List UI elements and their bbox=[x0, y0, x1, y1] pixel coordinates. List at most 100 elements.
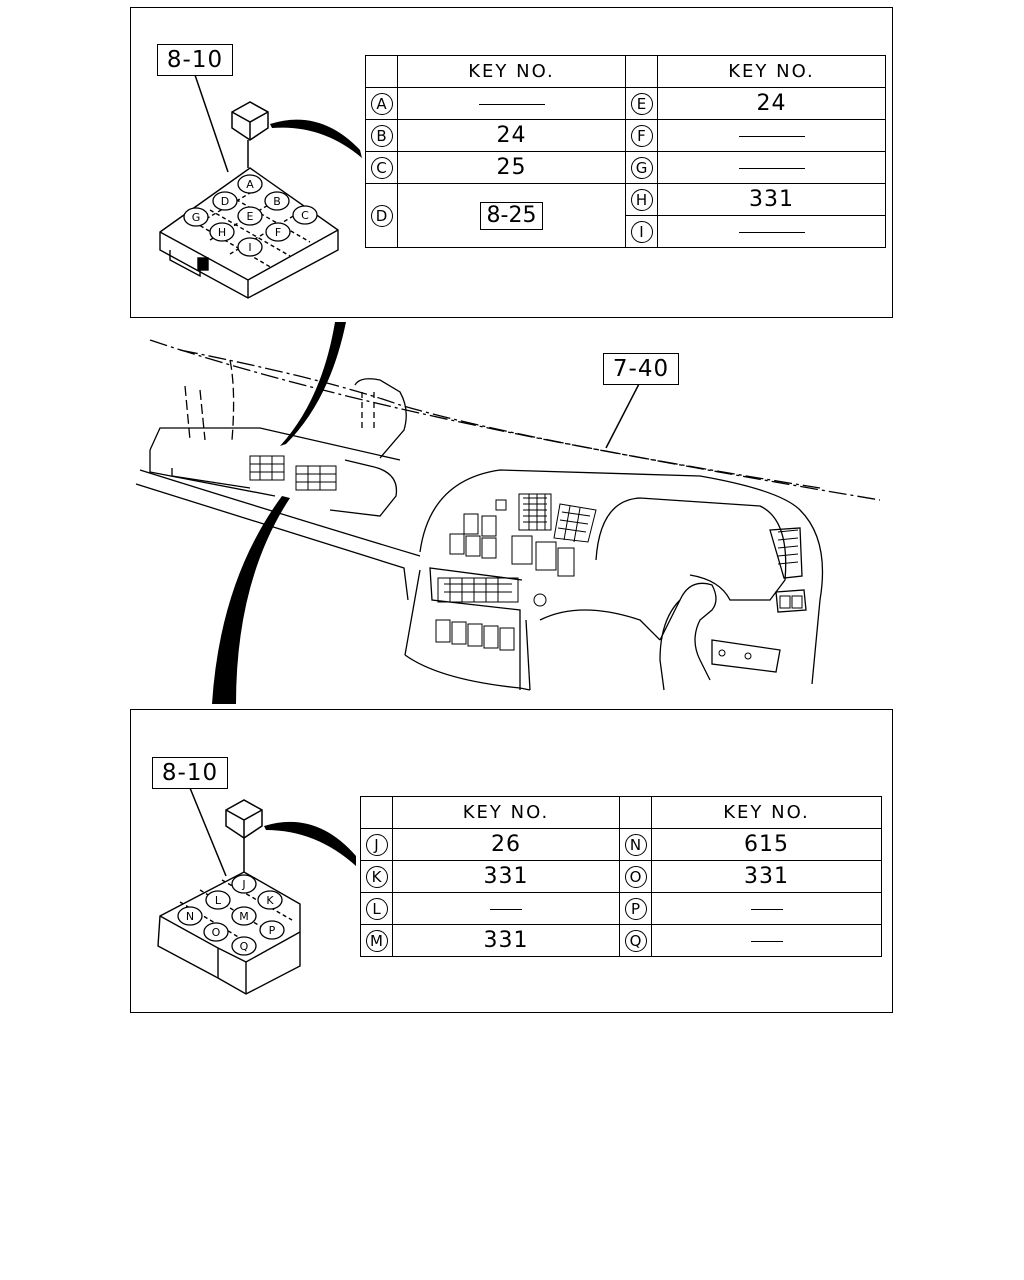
relay-label-d: D bbox=[221, 195, 229, 208]
row-id-o: O bbox=[619, 860, 652, 893]
row-id-n: N bbox=[619, 828, 652, 861]
circled-letter-icon: B bbox=[370, 124, 393, 147]
row-value-c: 25 bbox=[397, 151, 626, 184]
bottom-relay-circles bbox=[177, 874, 285, 956]
bottom-relay-panel bbox=[130, 709, 893, 1013]
empty-dash bbox=[490, 909, 522, 910]
key-number: 24 bbox=[496, 123, 527, 148]
circled-letter-icon: A bbox=[370, 92, 393, 115]
relay-label-h: H bbox=[218, 226, 226, 239]
relay-label-i: I bbox=[248, 241, 251, 254]
dashboard-drawing bbox=[135, 339, 881, 691]
row-id-g: G bbox=[625, 151, 658, 184]
circled-letter-icon: C bbox=[370, 156, 393, 179]
row-id-j: J bbox=[360, 828, 393, 861]
key-number: 331 bbox=[749, 187, 794, 212]
circled-letter-icon: E bbox=[630, 92, 653, 115]
relay-label-f: F bbox=[275, 226, 281, 239]
corner-cell bbox=[360, 796, 393, 829]
row-value-p bbox=[651, 892, 882, 925]
circled-letter-icon: H bbox=[630, 188, 653, 211]
row-value-l bbox=[392, 892, 620, 925]
row-id-p: P bbox=[619, 892, 652, 925]
key-number: 615 bbox=[744, 832, 789, 857]
row-id-q: Q bbox=[619, 924, 652, 957]
row-id-e: E bbox=[625, 87, 658, 120]
top-relay-circles bbox=[183, 174, 318, 257]
row-value-q bbox=[651, 924, 882, 957]
circled-letter-icon: I bbox=[630, 220, 653, 243]
relay-label-o: O bbox=[212, 926, 221, 939]
row-id-i: I bbox=[625, 215, 658, 248]
key-number: 26 bbox=[491, 832, 521, 857]
corner-cell bbox=[619, 796, 652, 829]
top-relay-cube-icon bbox=[231, 101, 269, 141]
top-relay-block bbox=[159, 167, 339, 299]
circled-letter-icon: Q bbox=[624, 929, 647, 952]
dashboard-ref-label: 7-40 bbox=[603, 353, 679, 385]
relay-label-l: L bbox=[215, 894, 222, 907]
empty-dash bbox=[738, 136, 805, 137]
row-value-h: 331 bbox=[657, 183, 886, 216]
row-id-d: D bbox=[365, 183, 398, 248]
relay-label-p: P bbox=[269, 924, 276, 937]
row-value-f bbox=[657, 119, 886, 152]
ref-8-25: 8-25 bbox=[479, 201, 544, 230]
circled-letter-icon: G bbox=[630, 156, 653, 179]
row-id-h: H bbox=[625, 183, 658, 216]
relay-label-a: A bbox=[246, 178, 254, 191]
circled-letter-icon: D bbox=[370, 204, 393, 227]
empty-dash bbox=[478, 104, 545, 105]
relay-label-b: B bbox=[273, 195, 281, 208]
empty-dash bbox=[750, 909, 783, 910]
row-value-g bbox=[657, 151, 886, 184]
row-value-d: 8-25 bbox=[397, 183, 626, 248]
row-value-m: 331 bbox=[392, 924, 620, 957]
relay-label-n: N bbox=[186, 910, 194, 923]
row-value-j: 26 bbox=[392, 828, 620, 861]
empty-dash bbox=[750, 941, 783, 942]
key-number: 24 bbox=[756, 91, 787, 116]
circled-letter-icon: K bbox=[365, 865, 388, 888]
row-id-c: C bbox=[365, 151, 398, 184]
circled-letter-icon: P bbox=[624, 897, 647, 920]
relay-label-c: C bbox=[301, 209, 309, 222]
row-id-a: A bbox=[365, 87, 398, 120]
circled-letter-icon: O bbox=[624, 865, 647, 888]
relay-label-k: K bbox=[266, 894, 274, 907]
circled-letter-icon: N bbox=[624, 833, 647, 856]
relay-label-e: E bbox=[247, 210, 254, 223]
corner-cell bbox=[625, 55, 658, 88]
row-value-k: 331 bbox=[392, 860, 620, 893]
circled-letter-icon: F bbox=[630, 124, 653, 147]
empty-dash bbox=[738, 232, 805, 233]
circled-letter-icon: M bbox=[365, 929, 388, 952]
row-id-m: M bbox=[360, 924, 393, 957]
header-key-no-left: KEY NO. bbox=[397, 55, 626, 88]
row-value-a bbox=[397, 87, 626, 120]
relay-label-g: G bbox=[192, 211, 201, 224]
header-key-no-left: KEY NO. bbox=[392, 796, 620, 829]
relay-label-j: J bbox=[241, 878, 245, 891]
row-value-i bbox=[657, 215, 886, 248]
row-value-e: 24 bbox=[657, 87, 886, 120]
key-number: 331 bbox=[483, 928, 529, 953]
row-id-l: L bbox=[360, 892, 393, 925]
row-value-b: 24 bbox=[397, 119, 626, 152]
bottom-relay-cube-icon bbox=[225, 799, 263, 839]
key-number: 331 bbox=[483, 864, 529, 889]
corner-cell bbox=[365, 55, 398, 88]
bottom-ref-label: 8-10 bbox=[152, 757, 228, 789]
row-value-o: 331 bbox=[651, 860, 882, 893]
row-id-k: K bbox=[360, 860, 393, 893]
key-number: 25 bbox=[496, 155, 527, 180]
top-relay-panel bbox=[130, 7, 893, 318]
header-key-no-right: KEY NO. bbox=[657, 55, 886, 88]
key-number: 331 bbox=[744, 864, 789, 889]
row-id-b: B bbox=[365, 119, 398, 152]
row-value-n: 615 bbox=[651, 828, 882, 861]
header-key-no-right: KEY NO. bbox=[651, 796, 882, 829]
relay-label-q: Q bbox=[240, 940, 249, 953]
circled-letter-icon: L bbox=[365, 897, 388, 920]
